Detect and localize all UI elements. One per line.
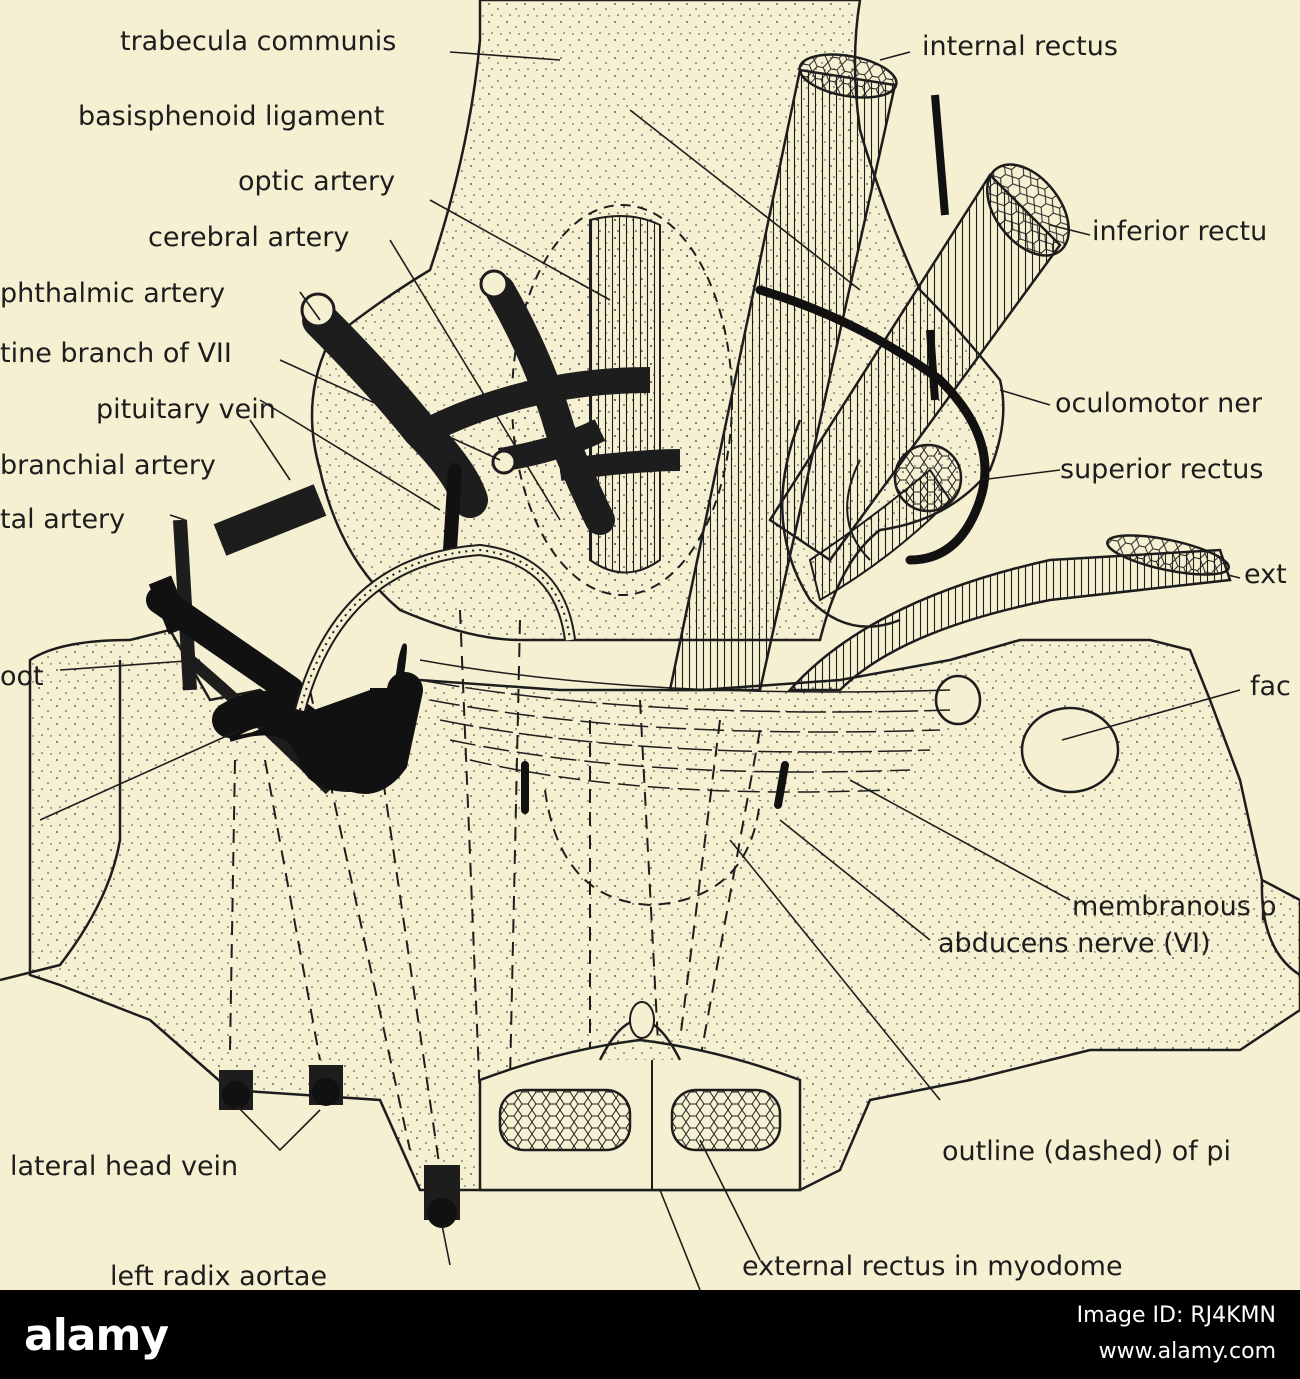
anatomical-figure: trabecula communis internal rectus basis… [0, 0, 1300, 1290]
label-outline-pituitary: outline (dashed) of pi [942, 1136, 1231, 1167]
label-trabecula-communis: trabecula communis [120, 26, 396, 57]
basisphenoid-ligament [589, 215, 661, 574]
left-radix-aortae [424, 1165, 460, 1228]
label-inferior-rectus: inferior rectu [1092, 216, 1267, 247]
alamy-logo: alamy [24, 1310, 169, 1361]
label-abducens-nerve: abducens nerve (VI) [938, 928, 1211, 959]
label-cerebral-artery: cerebral artery [148, 222, 349, 253]
label-lateral-head-vein: lateral head vein [10, 1151, 238, 1182]
label-internal-rectus: internal rectus [922, 31, 1118, 62]
label-pituitary-vein: pituitary vein [96, 394, 276, 425]
label-external-rectus: ext [1244, 559, 1287, 590]
label-left-radix-aortae: left radix aortae [110, 1261, 327, 1290]
label-lateral-artery: tal artery [0, 504, 125, 535]
pituitary-outline [544, 789, 761, 907]
label-external-rectus-myodome: external rectus in myodome [742, 1251, 1123, 1282]
superior-rectus-muscle [808, 443, 963, 602]
label-oculomotor-nerve: oculomotor ner [1055, 388, 1263, 419]
stock-footer-bar: alamy Image ID: RJ4KMN www.alamy.com [0, 1290, 1300, 1379]
label-superior-rectus: superior rectus [1060, 454, 1263, 485]
lateral-head-veins [219, 1065, 343, 1110]
image-id-block: Image ID: RJ4KMN www.alamy.com [1077, 1298, 1276, 1370]
label-ophthalmic-artery: phthalmic artery [0, 278, 225, 309]
label-palatine-branch: tine branch of VII [0, 338, 232, 369]
label-branchial-artery: branchial artery [0, 450, 216, 481]
oculomotor-nerve [755, 285, 990, 565]
site-url-text: www.alamy.com [1098, 1339, 1276, 1364]
facial-foramen [1020, 706, 1120, 794]
label-basisphenoid-ligament: basisphenoid ligament [78, 101, 384, 132]
label-optic-artery: optic artery [238, 166, 395, 197]
leader-lines [39, 51, 1241, 1290]
label-root: oot [0, 661, 44, 692]
figure-labels: trabecula communis internal rectus basis… [0, 26, 1291, 1290]
myodome [478, 1001, 802, 1192]
head-anatomy-drawing: trabecula communis internal rectus basis… [0, 0, 1300, 1290]
image-id-text: Image ID: RJ4KMN [1076, 1303, 1276, 1328]
veins [146, 463, 462, 794]
abducens-nerves [521, 761, 789, 814]
label-membranous: membranous p [1072, 891, 1277, 922]
label-facial: fac [1250, 671, 1291, 702]
external-rectus-muscle [787, 534, 1232, 692]
nerve-branch [931, 94, 949, 216]
